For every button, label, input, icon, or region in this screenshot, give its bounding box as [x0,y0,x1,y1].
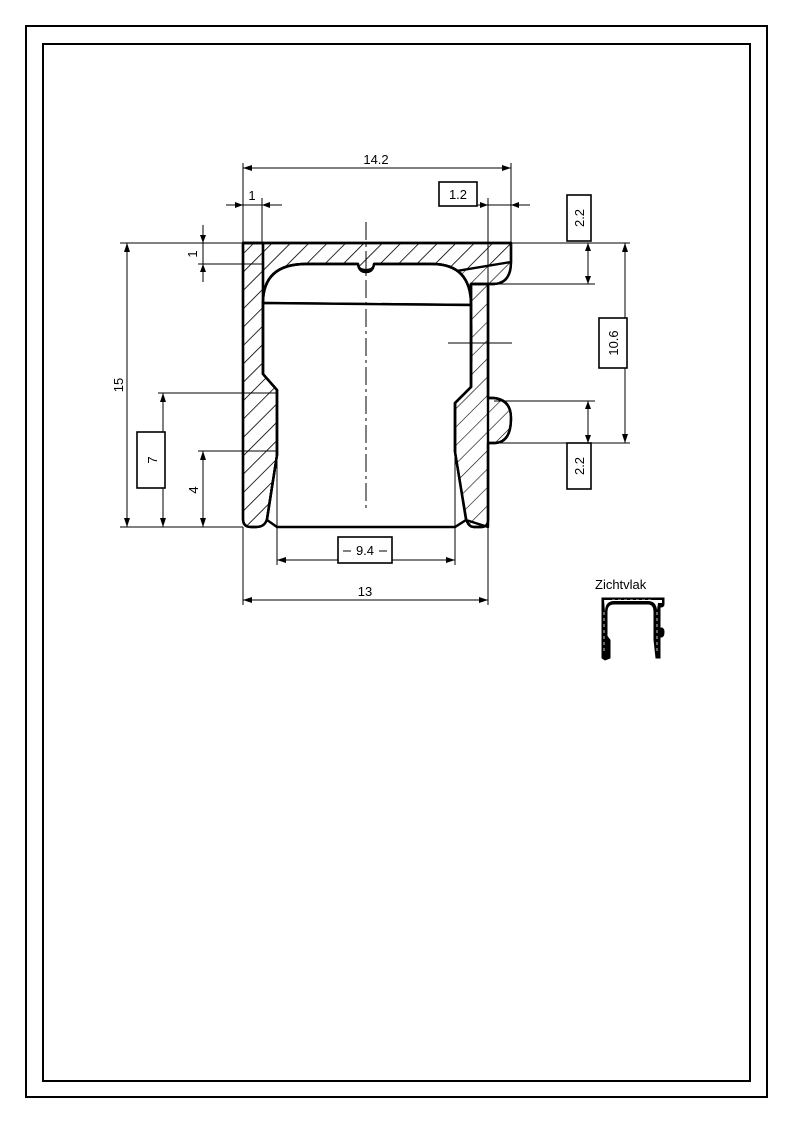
inner-frame [42,43,751,1082]
detail-view: Zichtvlak [595,577,665,661]
dim-lower-height: 4 [186,486,201,493]
profile-top-bar [241,241,513,307]
dim-top-step-box [566,194,592,242]
dim-overall-width-bottom: 13 [358,584,372,599]
dim-bottom-step: 2.2 [572,457,587,475]
dim-top-step: 2.2 [572,209,587,227]
dim-bottom-step-box [566,442,592,490]
outer-frame [25,25,768,1098]
dim-top-thickness: 1 [185,250,200,257]
dim-overall-width-top: 14.2 [363,152,388,167]
detail-view-label: Zichtvlak [595,577,647,592]
profile-section [241,222,513,529]
detail-profile-inner [604,600,662,612]
dim-overall-height: 15 [111,378,126,392]
dim-inner-height: 7 [145,456,160,463]
dimension-lines [120,163,630,605]
dim-opening-height-box [598,317,628,369]
dim-inner-height-box [136,431,166,489]
dim-left-wall: 1 [248,188,255,203]
profile-cavity-outline [261,303,473,520]
dim-inner-width-box [337,536,393,564]
dim-inner-width: 9.4 [356,543,374,558]
profile-inner-left-leg [261,301,473,529]
profile-right-leg [453,282,513,529]
dim-right-lip: 1.2 [449,187,467,202]
dim-opening-height: 10.6 [606,330,621,355]
dim-right-lip-box [438,181,478,207]
detail-profile-outer [601,597,665,661]
